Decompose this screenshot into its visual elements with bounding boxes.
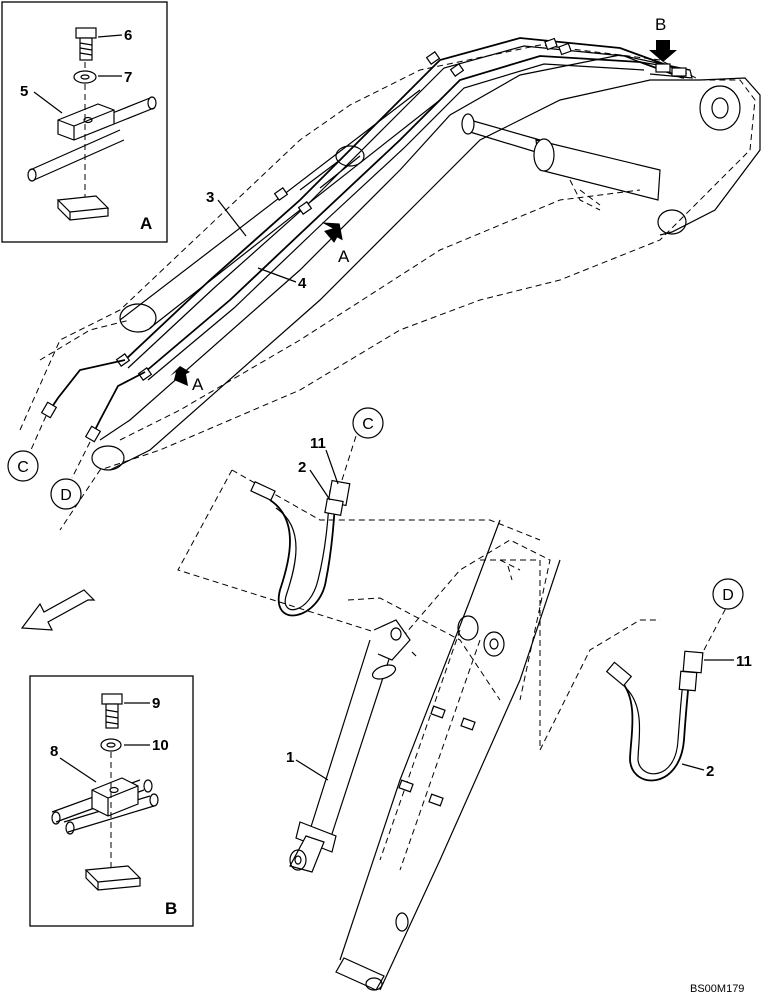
clamp-5-icon [57, 103, 115, 141]
view-arrow-a-lower: A [170, 366, 204, 394]
callout-10: 10 [152, 737, 169, 754]
front-direction-arrow-icon [20, 589, 96, 631]
bolt-9-icon [101, 693, 123, 729]
svg-text:C: C [362, 416, 374, 433]
callout-5: 5 [20, 83, 28, 100]
callout-6: 6 [124, 27, 132, 44]
svg-text:D: D [60, 487, 72, 504]
connector-d-right: D [712, 578, 744, 610]
boom-top-pin-boss [699, 85, 741, 131]
boom-foot-pin-boss [91, 445, 125, 471]
inset-a-detail: 5 6 7 A [1, 1, 168, 243]
view-arrow-a-upper: A [321, 222, 350, 266]
connector-c-top: C [352, 407, 384, 439]
arrow-b-label: B [655, 15, 666, 34]
inset-b-detail: 8 9 10 B [29, 675, 194, 927]
boom-cylinder-upper [461, 113, 661, 201]
callout-2-upper: 2 [298, 459, 306, 476]
inset-b-label: B [165, 899, 177, 918]
hose-2-c [250, 435, 357, 617]
connector-d-left: D [50, 478, 82, 510]
arm-cylinder [119, 89, 441, 333]
callout-8: 8 [50, 743, 58, 760]
callout-1: 1 [286, 749, 294, 766]
callout-4: 4 [298, 275, 307, 292]
connector-c-left: C [7, 450, 39, 482]
washer-10-icon [100, 738, 122, 752]
inset-a-label: A [140, 214, 152, 233]
callout-2-lower: 2 [706, 763, 714, 780]
view-arrow-b: B [649, 15, 677, 62]
svg-text:D: D [722, 587, 734, 604]
boom-assembly [19, 37, 761, 531]
callout-11-lower: 11 [736, 653, 752, 670]
clamp-8-icon [91, 777, 139, 817]
callout-9: 9 [152, 695, 160, 712]
hydraulic-line-4 [144, 55, 685, 381]
callout-3: 3 [206, 189, 214, 206]
washer-7-icon [73, 70, 97, 84]
spacer-block-icon [56, 195, 110, 221]
hydraulic-line-3 [124, 37, 683, 369]
hose-2-d [605, 607, 727, 782]
callout-11-upper: 11 [310, 435, 326, 452]
callout-7: 7 [124, 69, 132, 86]
spacer-block-b-icon [84, 865, 142, 891]
arm-and-cylinder [177, 435, 727, 991]
arrow-a-upper-label: A [338, 247, 350, 266]
bolt-6-icon [75, 27, 97, 61]
arrow-a-lower-label: A [192, 375, 204, 394]
svg-text:C: C [17, 459, 29, 476]
drawing-code: BS00M179 [690, 983, 744, 995]
bucket-cylinder-1 [289, 619, 417, 873]
